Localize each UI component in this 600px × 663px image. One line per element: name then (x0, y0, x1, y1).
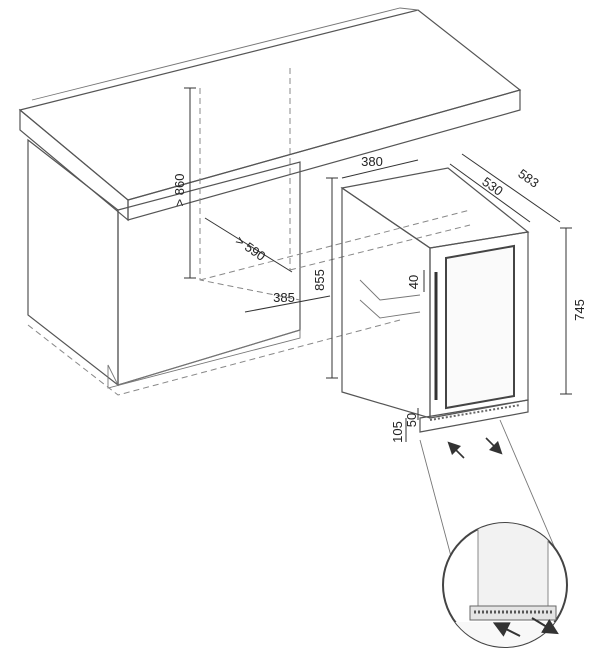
dim-niche-depth: > 590 (233, 233, 269, 264)
arrow-down-right-icon (485, 437, 503, 455)
dim-niche-height: 855 (312, 269, 327, 291)
dim-unit-depth-total: 583 (515, 166, 541, 191)
dim-niche-width: 385 (273, 290, 295, 305)
dim-counter-height: > 860 (172, 174, 187, 207)
plinth-vent (419, 399, 529, 433)
dimension-lines (184, 87, 572, 561)
dim-unit-depth-body: 530 (479, 174, 505, 199)
dim-unit-height-body: 745 (572, 299, 587, 321)
worktop (18, 9, 522, 201)
dim-plinth-height: 105 (390, 421, 405, 443)
arrow-up-left-icon (447, 441, 465, 459)
dim-door-offset: 40 (406, 275, 421, 289)
door-glass (445, 244, 515, 410)
zoom-detail (442, 522, 568, 648)
kitchen-cabinet (18, 7, 522, 396)
arrow-down-right-icon (531, 617, 559, 635)
dim-plinth-gap: 50 (404, 413, 419, 427)
wine-cooler (340, 167, 530, 433)
dim-unit-width: 380 (361, 154, 383, 169)
arrow-up-left-icon (492, 622, 521, 637)
